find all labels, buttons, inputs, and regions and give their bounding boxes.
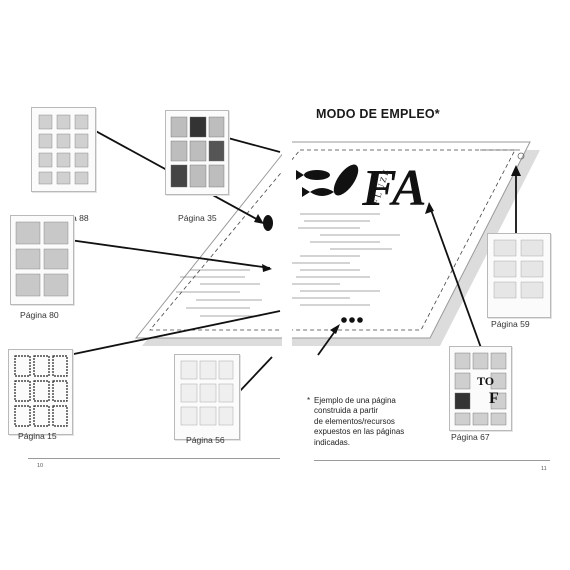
caption-page-56: Página 56 <box>186 435 225 445</box>
footnote-line: indicadas. <box>314 437 351 447</box>
ornament-dots <box>263 215 363 323</box>
footnote-line: de elementos/recursos <box>314 416 395 426</box>
thumbnail-page-15 <box>8 349 73 435</box>
right-page-rule <box>314 460 550 461</box>
thumbnail-content <box>38 114 89 185</box>
thumbnail-content <box>14 355 68 427</box>
thumbnail-page-80 <box>10 215 74 305</box>
footnote: * Ejemplo de una página construida a par… <box>307 396 405 448</box>
body-text-lines <box>176 213 400 317</box>
page-title: MODO DE EMPLEO* <box>316 107 440 121</box>
thumbnail-content <box>15 221 69 297</box>
page-gutter <box>282 95 292 480</box>
footnote-line: expuestos en las páginas <box>314 427 405 437</box>
thumbnail-page-67: TO F <box>449 346 512 431</box>
thumbnail-content <box>170 116 225 188</box>
caption-page-59: Página 59 <box>491 319 530 329</box>
caption-page-15: Página 15 <box>18 431 57 441</box>
footnote-bullet: * <box>307 396 311 405</box>
thumbnail-page-59 <box>487 233 551 318</box>
corner-marks <box>480 149 525 160</box>
arrowheads <box>254 165 521 334</box>
logo-band <box>292 160 437 208</box>
thumbnail-page-88 <box>31 107 96 192</box>
footnote-line: Ejemplo de una página <box>314 396 396 405</box>
logo-letters: FA <box>361 160 427 217</box>
thumbnail-content <box>493 239 544 299</box>
dashed-frame <box>149 149 516 331</box>
thumbnail-page-56 <box>174 354 240 440</box>
small-letter-f: F <box>489 390 499 407</box>
thumbnail-page-35 <box>165 110 229 195</box>
animal-icons <box>296 164 359 197</box>
left-page-rule <box>28 458 280 459</box>
caption-page-80: Página 80 <box>20 310 59 320</box>
thumbnail-content <box>180 360 234 426</box>
thumbnail-content: TO F <box>454 352 507 426</box>
footnote-line: construida a partir <box>314 406 379 416</box>
page-number-left: 10 <box>37 463 44 469</box>
caption-page-67: Página 67 <box>451 432 490 442</box>
small-letters-to: TO <box>477 374 494 388</box>
page-number-right: 11 <box>541 466 547 472</box>
caption-page-35: Página 35 <box>178 213 217 223</box>
